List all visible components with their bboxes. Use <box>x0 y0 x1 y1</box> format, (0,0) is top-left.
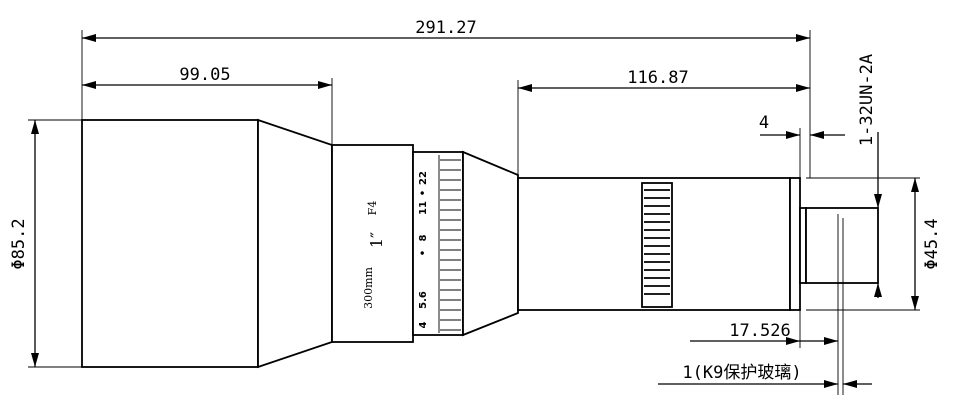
front-barrel <box>81 119 259 368</box>
dimension-rear-diameter: Φ45.4 <box>806 177 942 311</box>
dimension-front-diameter: Φ85.2 <box>9 119 82 368</box>
aperture-dot-1: • <box>418 190 429 196</box>
arrowhead-left <box>82 81 96 89</box>
thread-length-value: 4 <box>759 113 769 133</box>
aperture-dot-2: • <box>418 250 429 256</box>
overall-length-value: 291.27 <box>415 18 476 38</box>
aperture-value-4: 4 <box>418 321 429 328</box>
aperture-ring <box>412 151 464 336</box>
arrowhead-right <box>318 81 332 89</box>
focus-grip <box>641 182 673 308</box>
front-section-value: 99.05 <box>179 65 230 85</box>
dimension-overall-length: 291.27 <box>81 18 811 178</box>
aperture-value-11: 11 <box>418 201 429 215</box>
dimension-front-section: 99.05 <box>82 65 333 145</box>
arrowhead-top <box>911 178 919 192</box>
aperture-value-8: 8 <box>418 234 429 241</box>
arrowhead-right <box>796 34 810 42</box>
aperture-marking: F4 <box>366 201 379 216</box>
dimension-glass-thickness: 1(K9保护玻璃) <box>658 218 872 395</box>
arrowhead-left <box>843 380 857 388</box>
aperture-value-22: 22 <box>418 171 429 185</box>
mount-flange <box>789 177 801 311</box>
knurl-lines <box>644 189 670 295</box>
thread-spec-value: 1-32UN-2A <box>857 54 877 146</box>
arrowhead-right <box>796 84 810 92</box>
ring-ticks <box>438 155 461 333</box>
focus-grip-outline <box>641 182 673 308</box>
rear-taper <box>462 150 519 337</box>
rear-section-value: 116.87 <box>627 68 688 88</box>
dimension-flange-distance: 17.526 <box>690 214 839 395</box>
arrowhead-left <box>786 337 800 345</box>
lens-body-outline <box>81 118 879 369</box>
dimension-rear-section: 116.87 <box>517 68 810 178</box>
arrowhead-left <box>82 34 96 42</box>
dimension-thread-length: 4 <box>759 113 845 178</box>
dimension-thread-spec: 1-32UN-2A <box>857 54 882 298</box>
arrowhead-right <box>824 380 838 388</box>
sensor-format-marking: 1″ <box>367 232 386 248</box>
arrowhead-left <box>786 131 800 139</box>
aperture-ring-markings: 22 • 11 8 • 5.6 4 <box>418 155 461 333</box>
arrowhead-left <box>518 84 532 92</box>
arrowhead-top <box>31 120 39 134</box>
arrowhead-bottom <box>31 353 39 367</box>
aperture-value-5-6: 5.6 <box>418 291 429 309</box>
protective-glass <box>799 207 807 284</box>
mid-barrel <box>331 144 414 343</box>
rear-diameter-value: Φ45.4 <box>922 218 942 269</box>
arrowhead-top <box>874 194 882 208</box>
c-mount-thread <box>805 207 879 284</box>
glass-note: 1(K9保护玻璃) <box>682 363 801 383</box>
arrowhead-bottom <box>911 296 919 310</box>
arrowhead-right <box>824 337 838 345</box>
arrowhead-right <box>810 131 824 139</box>
focal-length-marking: 300mm <box>362 267 375 309</box>
flange-distance-value: 17.526 <box>729 321 790 341</box>
front-diameter-value: Φ85.2 <box>9 218 29 269</box>
arrowhead-bottom <box>874 283 882 297</box>
front-taper <box>257 118 333 369</box>
